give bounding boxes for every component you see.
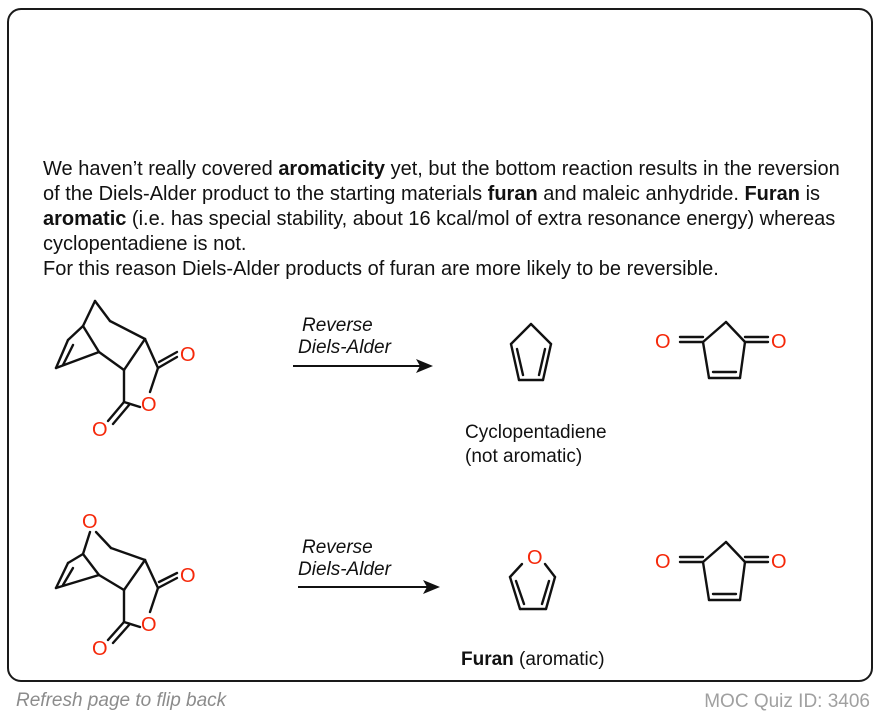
cyclopentadiene-caption: Cyclopentadiene (not aromatic) <box>465 421 607 469</box>
arrow-label-line1: Reverse <box>302 315 373 336</box>
oxygen-atom: O <box>82 511 98 533</box>
arrow-label-line1: Reverse <box>302 537 373 558</box>
term-aromatic: aromatic <box>43 208 127 230</box>
reaction-arrow-top: Reverse Diels-Alder <box>293 315 433 373</box>
reaction-arrow-bottom: Reverse Diels-Alder <box>298 537 440 594</box>
refresh-hint[interactable]: Refresh page to flip back <box>16 690 227 711</box>
product-name: Furan <box>461 649 514 670</box>
explanation-paragraph: We haven’t really covered aromaticity ye… <box>43 158 840 255</box>
oxygen-atom: O <box>92 419 108 441</box>
cyclopentadiene-structure <box>509 322 553 382</box>
oxygen-atom: O <box>771 331 787 353</box>
term-furan: furan <box>487 183 538 205</box>
product-note: (aromatic) <box>513 649 605 670</box>
quiz-card[interactable] <box>7 8 873 682</box>
term-aromaticity: aromaticity <box>278 158 386 180</box>
oxygen-atom: O <box>141 394 157 416</box>
oxygen-atom: O <box>141 614 157 636</box>
furan-caption: Furan (aromatic) <box>461 648 605 672</box>
dione-structure-bottom: O O <box>655 540 787 602</box>
arrow-label-line2: Diels-Alder <box>298 559 392 580</box>
oxygen-atom: O <box>92 638 108 660</box>
product-name: Cyclopentadiene <box>465 422 607 443</box>
oxygen-atom: O <box>655 551 671 573</box>
oxygen-atom: O <box>180 344 196 366</box>
furan-structure: O <box>508 547 557 611</box>
product-note: (not aromatic) <box>465 446 583 467</box>
oxygen-atom: O <box>527 547 543 569</box>
term-furan-2: Furan <box>744 183 801 205</box>
arrow-label-line2: Diels-Alder <box>298 337 392 358</box>
dione-structure-top: O O <box>655 320 787 380</box>
oxygen-atom: O <box>180 565 196 587</box>
quiz-id: MOC Quiz ID: 3406 <box>704 691 870 712</box>
oxygen-atom: O <box>771 551 787 573</box>
explanation-text: We haven’t really covered aromaticity ye… <box>43 157 853 282</box>
norbornene-adduct: O O O <box>54 299 196 441</box>
oxygen-atom: O <box>655 331 671 353</box>
explanation-conclusion: For this reason Diels-Alder products of … <box>43 258 719 280</box>
oxanorbornene-adduct: O O O O <box>54 511 196 660</box>
